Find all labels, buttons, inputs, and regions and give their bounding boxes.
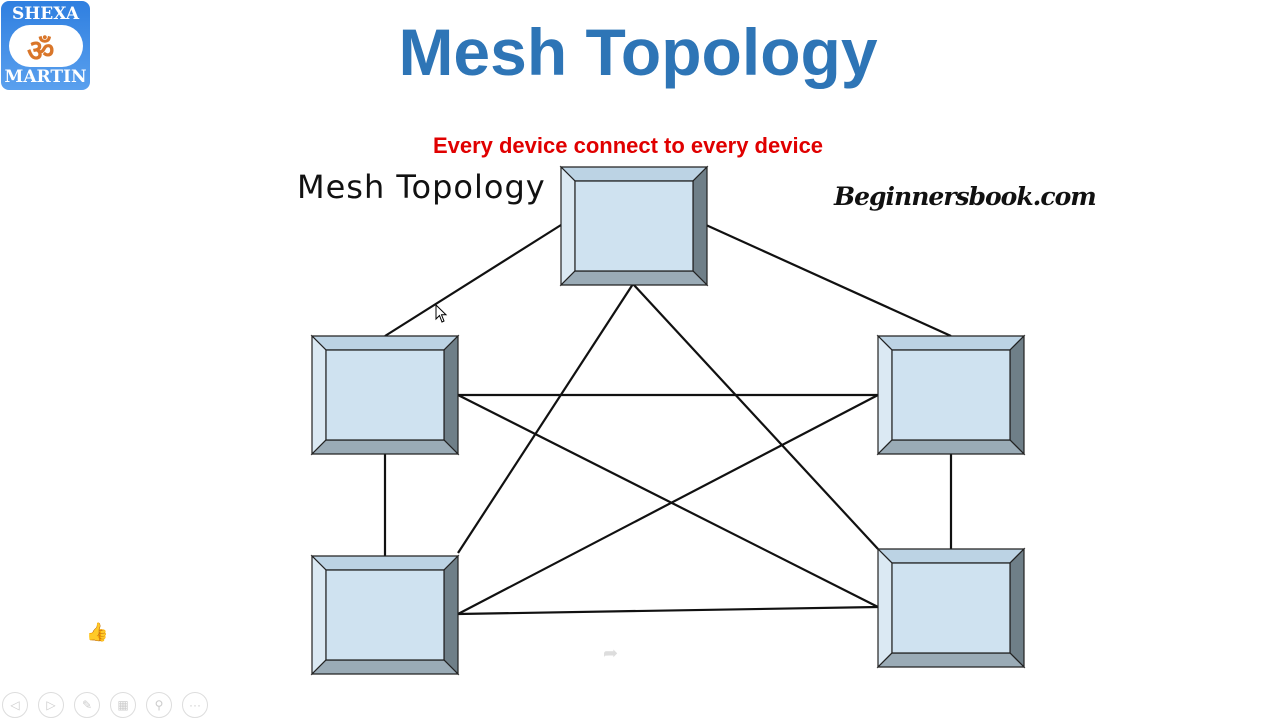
slides-grid-icon[interactable]: ▦ [110,692,136,718]
logo-bottom-text: MARTIN [4,67,87,87]
link-top-middle-left [384,224,562,337]
slide-title: Mesh Topology [398,15,878,89]
pen-icon[interactable]: ✎ [74,692,100,718]
mouse-cursor-icon [435,304,448,323]
zoom-icon[interactable]: ⚲ [146,692,172,718]
link-middle-left-bottom-right [457,394,879,608]
diagram-watermark: Beginnersbook.com [834,182,1097,211]
device-middle-right [876,334,1026,456]
link-top-bottom-left [457,283,634,554]
share-icon[interactable]: ➦ [603,643,619,663]
link-bottom-left-bottom-right [457,605,879,616]
previous-icon[interactable]: ◁ [2,692,28,718]
like-icon[interactable]: 👍 [86,622,109,642]
link-top-bottom-right [632,283,879,550]
diagram-title: Mesh Topology [297,168,546,206]
logo-mark: ॐ [27,34,55,69]
more-icon[interactable]: ··· [182,692,208,718]
slide-subtitle: Every device connect to every device [432,133,824,158]
next-icon[interactable]: ▷ [38,692,64,718]
device-top [559,165,709,287]
device-middle-left [310,334,460,456]
logo: SHEXA ॐ MARTIN [1,1,90,90]
logo-cloud [9,25,83,67]
device-bottom-right [876,547,1026,669]
slideshow-controls: ◁ ▷ ✎ ▦ ⚲ ··· [2,692,208,718]
logo-top-text: SHEXA [11,4,80,24]
link-top-middle-right [705,223,952,338]
link-middle-right-bottom-left [457,394,879,615]
device-bottom-left [310,554,460,676]
